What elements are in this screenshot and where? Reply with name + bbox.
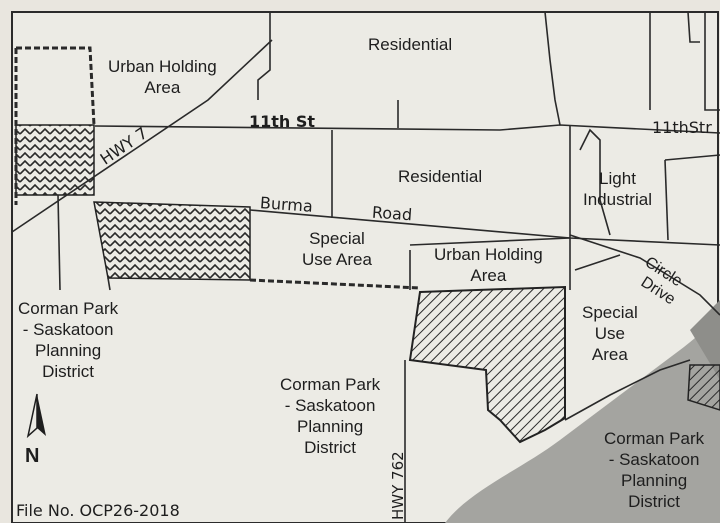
zone-label-line: Special [309,229,365,248]
district-label-line: Corman Park [280,375,381,394]
district-label-line: Planning [34,341,102,360]
zone-urban-holding-west: Urban Holding Area [108,56,217,98]
road-label-11th-st: 11th St [249,112,316,131]
district-label-line: Corman Park [18,299,119,318]
district-label-line: - Saskatoon [22,320,114,339]
zone-residential-central: Residential [398,167,483,186]
road-label-burma: Burma [259,193,314,216]
zone-label-line: Special [582,303,638,322]
zone-label-line: Light [599,169,636,188]
road-label-11th-st-east: 11thStr [652,118,712,137]
district-label-line: - Saskatoon [608,450,700,469]
zone-light-industrial: Light Industrial [583,168,652,210]
district-label-line: District [628,492,681,511]
zone-label-line: Industrial [583,190,652,209]
zone-label-line: Use [594,324,625,343]
road-label-hwy-762: HWY 762 [389,451,407,520]
district-label-line: District [304,438,357,457]
zone-residential-north: Residential [368,35,453,54]
zone-label-line: Area [144,78,181,97]
parcel-east [687,364,720,411]
zone-label-line: Area [591,345,628,364]
district-label-line: Planning [620,471,688,490]
district-label-line: Corman Park [604,429,705,448]
district-label-west: Corman Park - Saskatoon Planning Distric… [18,298,118,382]
river-bank [690,300,720,380]
district-label-south: Corman Park - Saskatoon Planning Distric… [280,374,380,458]
zone-special-use-east: Special Use Area [582,302,638,365]
zone-label-line: Urban Holding [108,57,217,76]
parcel-south [408,285,566,444]
zone-label-line: Urban Holding [434,245,543,264]
river [445,310,720,523]
zone-label-line: Area [470,266,507,285]
north-arrow-icon [26,393,46,439]
road-label-road: Road [371,202,413,225]
zone-label-line: Use Area [302,250,372,269]
north-label: N [25,445,40,467]
district-label-east: Corman Park - Saskatoon Planning Distric… [604,428,704,512]
zone-special-use-west: Special Use Area [302,228,372,270]
district-label-line: - Saskatoon [284,396,376,415]
parcel-central-west [93,201,251,281]
district-label-line: Planning [296,417,364,436]
parcel-west [15,124,95,196]
zone-urban-holding-central: Urban Holding Area [434,244,543,286]
file-number: File No. OCP26-2018 [16,501,180,520]
district-label-line: District [42,362,95,381]
